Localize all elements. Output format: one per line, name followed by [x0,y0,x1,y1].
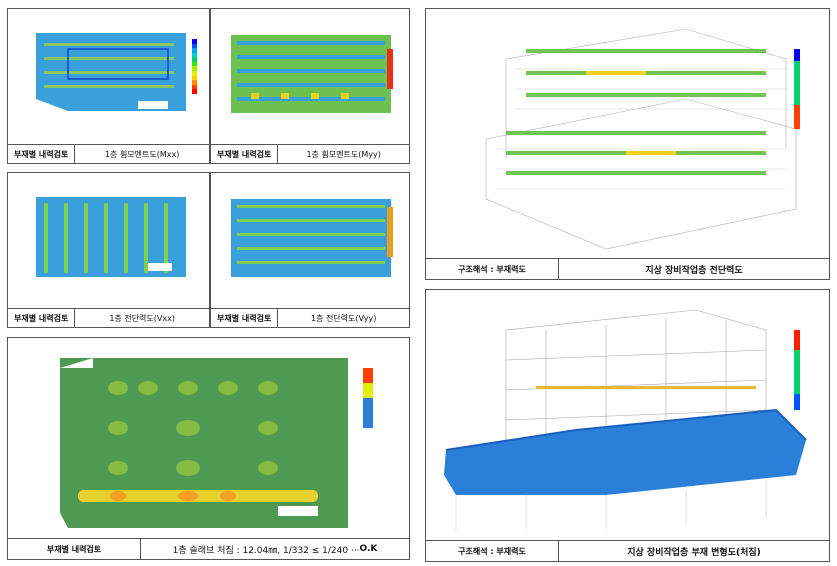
deformation-3d-panel: 구조해석 : 부재력도 지상 장비작업층 부재 변형도(처짐) [425,289,830,562]
vyy-caption-bar: 부재별 내력검토 1층 전단력도(Vyy) [211,308,409,327]
mxx-caption-bar: 부재별 내력검토 1층 휨모멘트도(Mxx) [8,144,209,163]
slab-deflection-panel: 부재별 내력검토 1층 슬래브 처짐 : 12.04㎜, 1/332 ≤ 1/2… [7,337,410,560]
shear-caption-bar: 구조해석 : 부재력도 지상 장비작업층 전단력도 [426,258,829,279]
legend-swatch [192,43,197,49]
caption-text: 지상 장비작업층 전단력도 [645,265,743,276]
vxx-panel: 부재별 내력검토 1층 전단력도(Vxx) [7,172,210,328]
caption-label: 구조해석 : 부재력도 [426,259,559,279]
mxx-contour-plot [36,33,186,111]
mxx-panel: 부재별 내력검토 1층 휨모멘트도(Mxx) [7,8,210,164]
legend-swatch [192,52,197,58]
caption-text: 1층 전단력도(Vyy) [310,313,377,323]
caption-text: 1층 슬래브 처짐 : 12.04㎜, 1/332 ≤ 1/240 ··· O.… [141,539,409,559]
legend-swatch [192,89,197,94]
legend-swatch [192,57,197,62]
caption-label: 부재별 내력검토 [211,145,279,163]
caption-text: 1층 휨모멘트도(Myy) [306,149,381,159]
legend-swatch [192,84,197,90]
shear-force-3d-model [485,28,800,250]
caption-label: 부재별 내력검토 [8,539,141,559]
color-scale-legend [192,39,197,94]
legend-swatch [192,80,197,85]
caption-label: 구조해석 : 부재력도 [426,541,559,561]
caption-text: 1층 전단력도(Vxx) [109,313,175,323]
myy-caption-bar: 부재별 내력검토 1층 휨모멘트도(Myy) [211,144,409,163]
legend-swatch [192,75,197,81]
myy-panel: 부재별 내력검토 1층 휨모멘트도(Myy) [210,8,410,164]
legend-swatch [192,61,197,67]
legend-swatch [192,71,197,76]
legend-swatch [192,66,197,72]
caption-label: 부재별 내력검토 [211,309,279,327]
caption-text: 지상 장비작업층 부재 변형도(처짐) [627,547,761,558]
myy-contour-plot [231,35,393,113]
caption-label: 부재별 내력검토 [8,309,76,327]
caption-text-main: 1층 슬래브 처짐 : 12.04㎜, 1/332 ≤ 1/240 ··· [172,545,360,556]
caption-label: 부재별 내력검토 [8,145,76,163]
vyy-contour-plot [231,199,393,277]
slab-caption-bar: 부재별 내력검토 1층 슬래브 처짐 : 12.04㎜, 1/332 ≤ 1/2… [8,538,409,559]
vxx-contour-plot [36,197,186,277]
slab-deflection-plot [60,358,373,528]
ok-mark: O.K [359,544,378,554]
vyy-panel: 부재별 내력검토 1층 전단력도(Vyy) [210,172,410,328]
deformation-3d-model [444,309,807,530]
deformation-caption-bar: 구조해석 : 부재력도 지상 장비작업층 부재 변형도(처짐) [426,540,829,561]
legend-swatch [192,48,197,53]
legend-swatch [192,39,197,44]
caption-text: 1층 휨모멘트도(Mxx) [104,149,180,159]
vxx-caption-bar: 부재별 내력검토 1층 전단력도(Vxx) [8,308,209,327]
shear-force-3d-panel: 구조해석 : 부재력도 지상 장비작업층 전단력도 [425,8,830,280]
